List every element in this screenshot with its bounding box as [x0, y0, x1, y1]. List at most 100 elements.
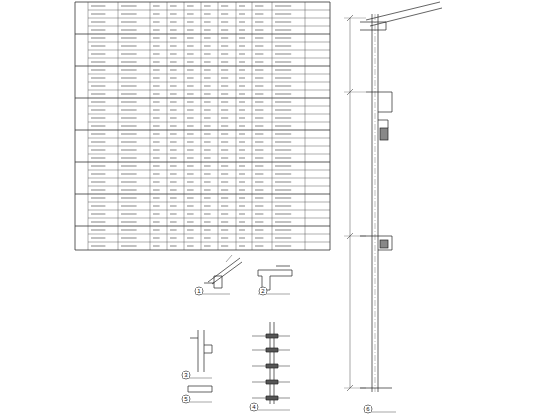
table-rule	[150, 2, 151, 250]
table-rule	[221, 198, 228, 199]
table-rule	[255, 174, 263, 175]
table-rule	[187, 246, 194, 247]
table-rule	[275, 78, 291, 79]
table-rule	[121, 182, 137, 183]
table-rule	[255, 142, 263, 143]
table-rule	[275, 46, 291, 47]
table-rule	[153, 190, 160, 191]
table-rule	[204, 158, 211, 159]
table-rule	[121, 166, 137, 167]
table-rule	[239, 54, 245, 55]
table-rule	[221, 38, 228, 39]
table-rule	[255, 222, 263, 223]
table-rule	[255, 54, 263, 55]
table-rule	[88, 210, 330, 211]
table-rule	[275, 142, 291, 143]
table-rule	[275, 118, 291, 119]
table-rule	[221, 54, 228, 55]
table-rule	[153, 118, 160, 119]
extension-line	[344, 236, 366, 237]
table-rule	[75, 2, 330, 3]
table-rule	[75, 250, 330, 251]
table-rule	[91, 142, 105, 143]
table-rule	[275, 166, 291, 167]
beam-sections	[266, 334, 278, 400]
detail-markers	[182, 287, 372, 413]
table-rule	[239, 142, 245, 143]
table-rule	[88, 106, 330, 107]
table-rule	[187, 86, 194, 87]
table-rule	[239, 70, 245, 71]
table-rule	[275, 94, 291, 95]
table-rule	[91, 182, 105, 183]
table-rule	[255, 110, 263, 111]
table-rule	[75, 226, 330, 227]
table-rule	[121, 158, 137, 159]
detail-circle	[364, 405, 372, 413]
extension-line	[344, 92, 366, 93]
table-rule	[91, 158, 105, 159]
table-rule	[275, 70, 291, 71]
table-rule	[91, 198, 105, 199]
table-rule	[275, 198, 291, 199]
table-rule	[153, 158, 160, 159]
table-rule	[239, 118, 245, 119]
table-rule	[204, 110, 211, 111]
table-rule	[91, 214, 105, 215]
table-rule	[275, 214, 291, 215]
table-rule	[221, 14, 228, 15]
detail-circle	[195, 287, 203, 295]
table-rule	[187, 174, 194, 175]
wall-detail	[190, 330, 212, 372]
table-rule	[88, 58, 330, 59]
table-rule	[170, 30, 177, 31]
table-rule	[91, 86, 105, 87]
table-rule	[88, 18, 330, 19]
table-rule	[153, 238, 160, 239]
table-rule	[275, 86, 291, 87]
table-rule	[153, 38, 160, 39]
table-rule	[121, 62, 137, 63]
table-rule	[204, 230, 211, 231]
table-rule	[239, 222, 245, 223]
table-rule	[275, 206, 291, 207]
table-rule	[121, 102, 137, 103]
table-rule	[239, 86, 245, 87]
table-rule	[170, 174, 177, 175]
schedule-table	[75, 2, 330, 250]
table-rule	[170, 118, 177, 119]
table-rule	[153, 46, 160, 47]
table-rule	[275, 30, 291, 31]
table-rule	[153, 22, 160, 23]
table-rule	[204, 30, 211, 31]
table-rule	[153, 6, 160, 7]
table-rule	[204, 14, 211, 15]
table-rule	[239, 22, 245, 23]
table-rule	[221, 70, 228, 71]
table-rule	[239, 14, 245, 15]
table-rule	[75, 98, 330, 99]
table-rule	[204, 46, 211, 47]
table-rule	[121, 30, 137, 31]
table-rule	[121, 222, 137, 223]
table-rule	[218, 2, 219, 250]
table-rule	[239, 166, 245, 167]
table-rule	[239, 246, 245, 247]
table-rule	[187, 158, 194, 159]
table-rule	[255, 118, 263, 119]
table-rule	[153, 30, 160, 31]
table-rule	[170, 54, 177, 55]
table-rule	[204, 94, 211, 95]
table-rule	[75, 2, 76, 250]
table-rule	[187, 30, 194, 31]
table-rule	[221, 110, 228, 111]
small-detail	[188, 386, 212, 392]
table-rule	[204, 214, 211, 215]
table-rule	[170, 190, 177, 191]
table-rule	[170, 46, 177, 47]
table-rule	[239, 126, 245, 127]
table-rule	[255, 38, 263, 39]
table-rule	[75, 66, 330, 67]
table-rule	[239, 46, 245, 47]
